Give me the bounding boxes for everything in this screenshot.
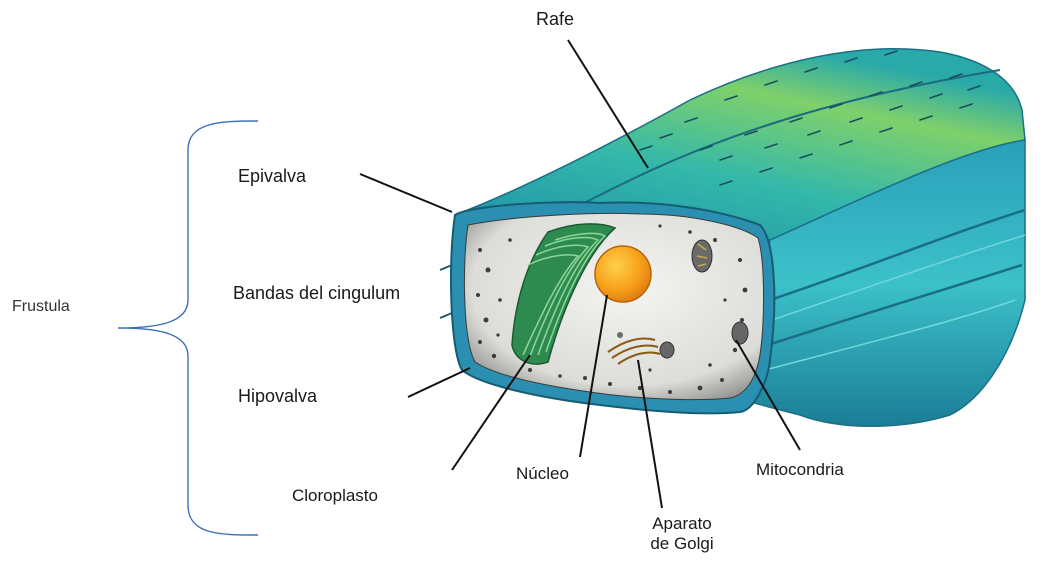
cross-section bbox=[440, 202, 774, 413]
nucleus bbox=[595, 246, 651, 302]
label-epivalva: Epivalva bbox=[238, 166, 306, 187]
label-bandas-del-cingulum: Bandas del cingulum bbox=[233, 283, 400, 304]
label-nucleo: Núcleo bbox=[516, 464, 569, 484]
leader-epivalva bbox=[360, 174, 452, 212]
label-aparato-de-golgi: Aparato de Golgi bbox=[638, 514, 726, 553]
label-cloroplasto: Cloroplasto bbox=[292, 486, 378, 506]
leader-hipovalva bbox=[408, 368, 470, 397]
label-frustula: Frustula bbox=[12, 298, 70, 316]
label-aparato-line1: Aparato bbox=[638, 514, 726, 534]
label-aparato-line2: de Golgi bbox=[638, 534, 726, 554]
label-mitocondria: Mitocondria bbox=[756, 460, 844, 480]
frustula-brace bbox=[118, 121, 258, 535]
label-hipovalva: Hipovalva bbox=[238, 386, 317, 407]
label-rafe: Rafe bbox=[536, 9, 574, 30]
